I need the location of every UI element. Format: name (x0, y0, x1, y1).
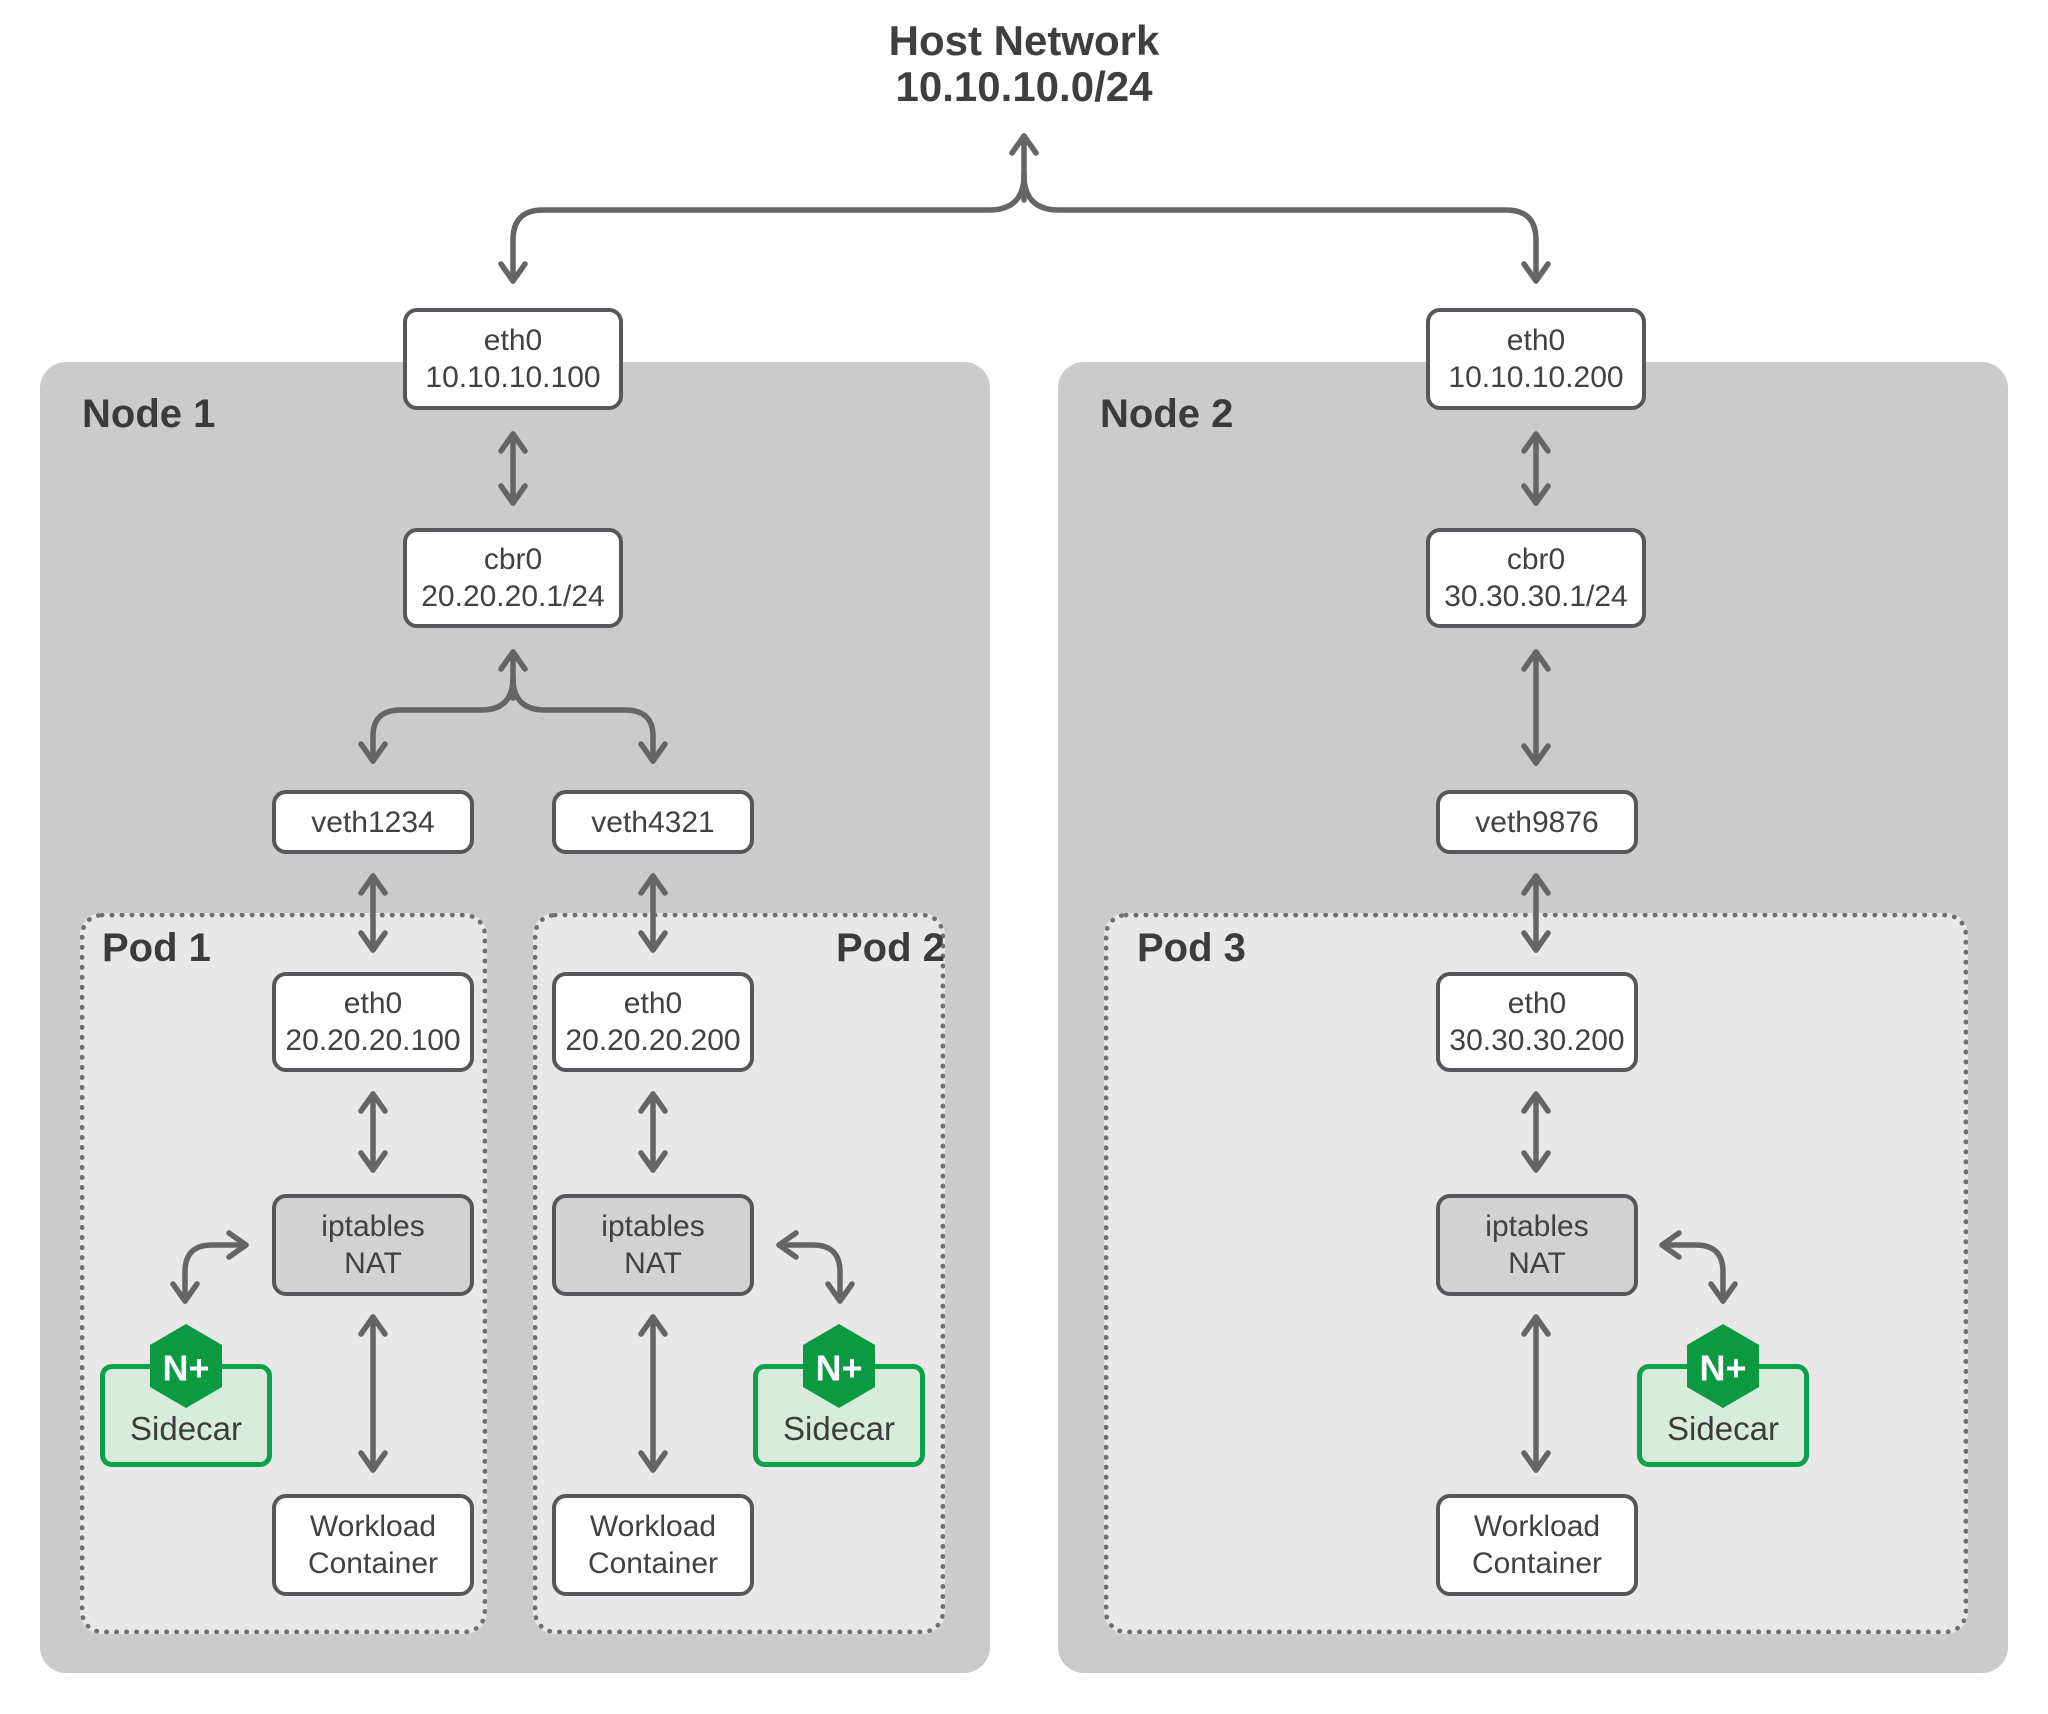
pod3-nginx-plus-logo-icon: N+ (1687, 1324, 1759, 1408)
svg-text:N+: N+ (815, 1348, 862, 1389)
node1-eth0-name: eth0 (483, 324, 543, 357)
svg-text:N+: N+ (162, 1348, 209, 1389)
pod3-workload-line2: Container (1471, 1547, 1603, 1580)
pod-2-label: Pod 2 (836, 926, 945, 970)
node1-cbr0-name: cbr0 (483, 543, 543, 576)
pod-3-label: Pod 3 (1137, 926, 1246, 970)
pod1-eth0-name: eth0 (343, 987, 403, 1020)
node2-cbr0-ip: 30.30.30.1/24 (1444, 580, 1628, 613)
pod2-eth0-ip: 20.20.20.200 (565, 1024, 741, 1057)
node2-cbr0-box: cbr0 30.30.30.1/24 (1426, 528, 1646, 628)
pod1-workload-line2: Container (307, 1547, 439, 1580)
pod1-workload-box: Workload Container (272, 1494, 474, 1596)
pod2-eth0-box: eth0 20.20.20.200 (552, 972, 754, 1072)
pod3-eth0-name: eth0 (1507, 987, 1567, 1020)
pod2-sidecar-label: Sidecar (783, 1410, 895, 1447)
pod1-sidecar-label: Sidecar (130, 1410, 242, 1447)
pod3-workload-box: Workload Container (1436, 1494, 1638, 1596)
veth9876-label: veth9876 (1475, 805, 1599, 839)
pod2-nat-line2: NAT (624, 1247, 682, 1280)
node1-eth0-box: eth0 10.10.10.100 (403, 308, 623, 410)
veth4321-box: veth4321 (552, 790, 754, 854)
pod1-nat-line2: NAT (344, 1247, 402, 1280)
pod2-workload-line1: Workload (589, 1510, 717, 1543)
pod3-workload-line1: Workload (1473, 1510, 1601, 1543)
node2-eth0-ip: 10.10.10.200 (1448, 361, 1624, 394)
pod3-nat-line2: NAT (1508, 1247, 1566, 1280)
pod3-sidecar-box: Sidecar (1637, 1364, 1809, 1467)
pod2-workload-line2: Container (587, 1547, 719, 1580)
arrow-hostnetwork-to-node2-eth0 (1021, 172, 1551, 284)
pod1-nginx-plus-logo-icon: N+ (150, 1324, 222, 1408)
pod1-nat-line1: iptables (321, 1210, 425, 1243)
node1-cbr0-ip: 20.20.20.1/24 (421, 580, 605, 613)
host-network-title-line2: 10.10.10.0/24 (895, 63, 1153, 110)
pod2-nat-line1: iptables (601, 1210, 705, 1243)
pod2-workload-box: Workload Container (552, 1494, 754, 1596)
pod-1-label: Pod 1 (102, 926, 211, 970)
pod1-workload-line1: Workload (309, 1510, 437, 1543)
node-1-label: Node 1 (82, 392, 216, 436)
node-2-label: Node 2 (1100, 392, 1234, 436)
node2-cbr0-name: cbr0 (1506, 543, 1566, 576)
node1-cbr0-box: cbr0 20.20.20.1/24 (403, 528, 623, 628)
node2-eth0-name: eth0 (1506, 324, 1566, 357)
node1-eth0-ip: 10.10.10.100 (425, 361, 601, 394)
arrow-hostnetwork-to-node1-eth0 (498, 172, 1027, 284)
pod1-iptables-nat-box: iptables NAT (272, 1194, 474, 1296)
pod3-eth0-box: eth0 30.30.30.200 (1436, 972, 1638, 1072)
diagram-title: Host Network 10.10.10.0/24 (724, 18, 1324, 110)
veth1234-label: veth1234 (311, 805, 435, 839)
veth9876-box: veth9876 (1436, 790, 1638, 854)
pod2-eth0-name: eth0 (623, 987, 683, 1020)
pod2-nginx-plus-logo-icon: N+ (803, 1324, 875, 1408)
svg-text:N+: N+ (1699, 1348, 1746, 1389)
pod3-iptables-nat-box: iptables NAT (1436, 1194, 1638, 1296)
host-network-title-line1: Host Network (888, 17, 1160, 64)
pod2-iptables-nat-box: iptables NAT (552, 1194, 754, 1296)
pod1-eth0-box: eth0 20.20.20.100 (272, 972, 474, 1072)
pod3-nat-line1: iptables (1485, 1210, 1589, 1243)
veth4321-label: veth4321 (591, 805, 715, 839)
pod1-eth0-ip: 20.20.20.100 (285, 1024, 461, 1057)
pod3-eth0-ip: 30.30.30.200 (1449, 1024, 1625, 1057)
node2-eth0-box: eth0 10.10.10.200 (1426, 308, 1646, 410)
pod3-sidecar-label: Sidecar (1667, 1410, 1779, 1447)
veth1234-box: veth1234 (272, 790, 474, 854)
